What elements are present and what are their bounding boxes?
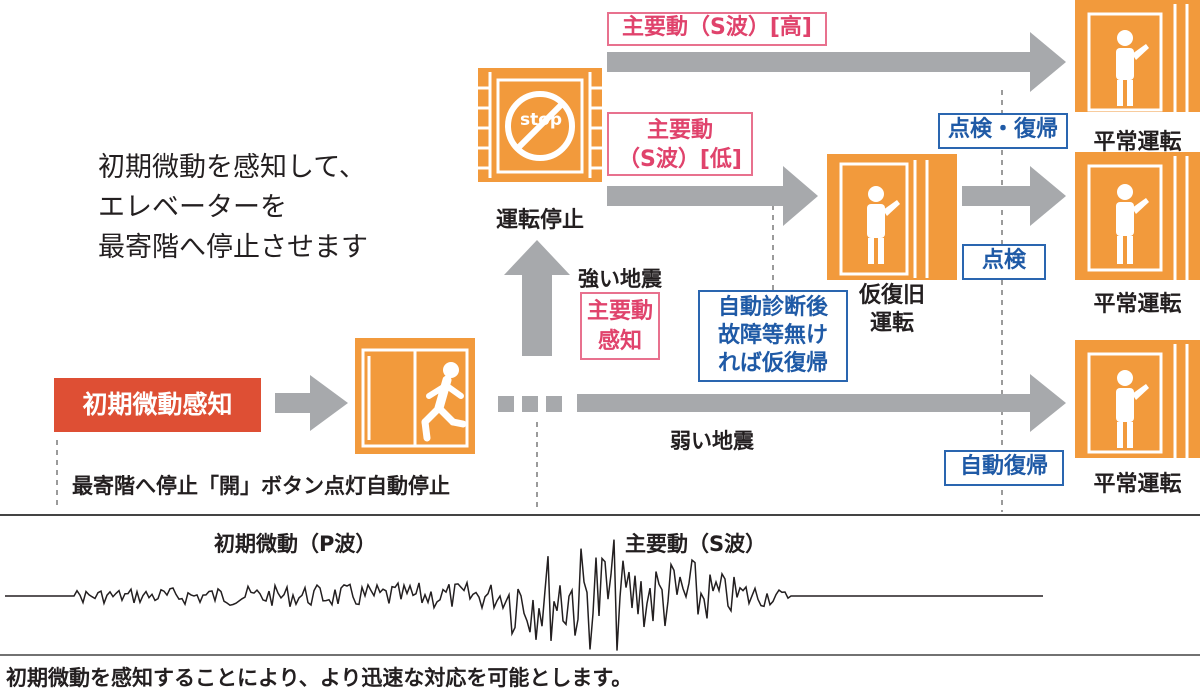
box-line: 故障等無け: [717, 323, 828, 348]
intro-line: 初期微動を感知して、: [98, 152, 366, 183]
s-wave-label: 主要動（S波）: [625, 532, 767, 556]
standing-person-icon: [1116, 184, 1149, 264]
seismic-waveform: [5, 539, 1043, 651]
first-stop-caption: 最寄階へ停止「開」ボタン点灯自動停止: [72, 474, 450, 498]
box-line: 主要動: [586, 299, 653, 324]
self-diagnosis-box: 自動診断後 故障等無け れば仮復帰: [698, 290, 848, 382]
stop-sign-text: stop: [519, 110, 563, 130]
p-wave-label: 初期微動（P波）: [214, 532, 377, 556]
box-line: れば仮復帰: [717, 351, 828, 376]
label-line: 仮復旧: [858, 283, 925, 308]
running-elevator-icon: [355, 338, 475, 454]
normal-operation-label: 平常運転: [1093, 292, 1182, 317]
temp-recovery-label: 仮復旧 運転: [842, 282, 942, 338]
main-motion-high-box: 主要動（S波）[高]: [607, 12, 827, 46]
auto-recover-box: 自動復帰: [944, 450, 1064, 486]
strong-quake-label: 強い地震: [578, 267, 662, 291]
intro-line: 最寄階へ停止させます: [98, 232, 368, 263]
standing-person-icon: [1116, 30, 1149, 106]
temporary-elevator-icon: [827, 154, 957, 280]
inspect-recover-box: 点検・復帰: [938, 113, 1068, 149]
intro-line: エレベーターを: [98, 192, 287, 223]
standing-person-icon: [1116, 370, 1149, 448]
footer-text: 初期微動を感知することにより、より迅速な対応を可能とします。: [6, 666, 633, 690]
normal-operation-label: 平常運転: [1093, 130, 1182, 155]
box-line: 自動診断後: [717, 295, 828, 320]
main-motion-detect-box: 主要動 感知: [580, 292, 660, 360]
stop-elevator-icon: [478, 68, 602, 182]
box-line: 主要動: [646, 118, 713, 143]
box-line: （S波）[低]: [618, 147, 742, 172]
main-motion-low-box: 主要動 （S波）[低]: [607, 112, 753, 176]
weak-quake-label: 弱い地震: [670, 429, 754, 453]
normal-elevator-icon: [1075, 340, 1200, 458]
label-line: 運転: [869, 311, 914, 336]
dashed-guides: [56, 90, 1003, 512]
running-person-icon: [421, 362, 467, 442]
normal-elevator-icon: [1075, 0, 1200, 112]
inspect-box: 点検: [962, 244, 1046, 280]
intro-text: 初期微動を感知して、 エレベーターを 最寄階へ停止させます: [98, 148, 368, 268]
box-line: 感知: [597, 329, 642, 354]
arrow-icon: [275, 32, 1066, 432]
normal-elevator-icon: [1075, 152, 1200, 280]
initial-detection-badge: 初期微動感知: [54, 378, 261, 432]
stop-sign-icon: [505, 91, 575, 161]
operation-stop-label: 運転停止: [495, 208, 584, 233]
standing-person-icon: [867, 186, 900, 264]
normal-operation-label: 平常運転: [1093, 472, 1182, 497]
